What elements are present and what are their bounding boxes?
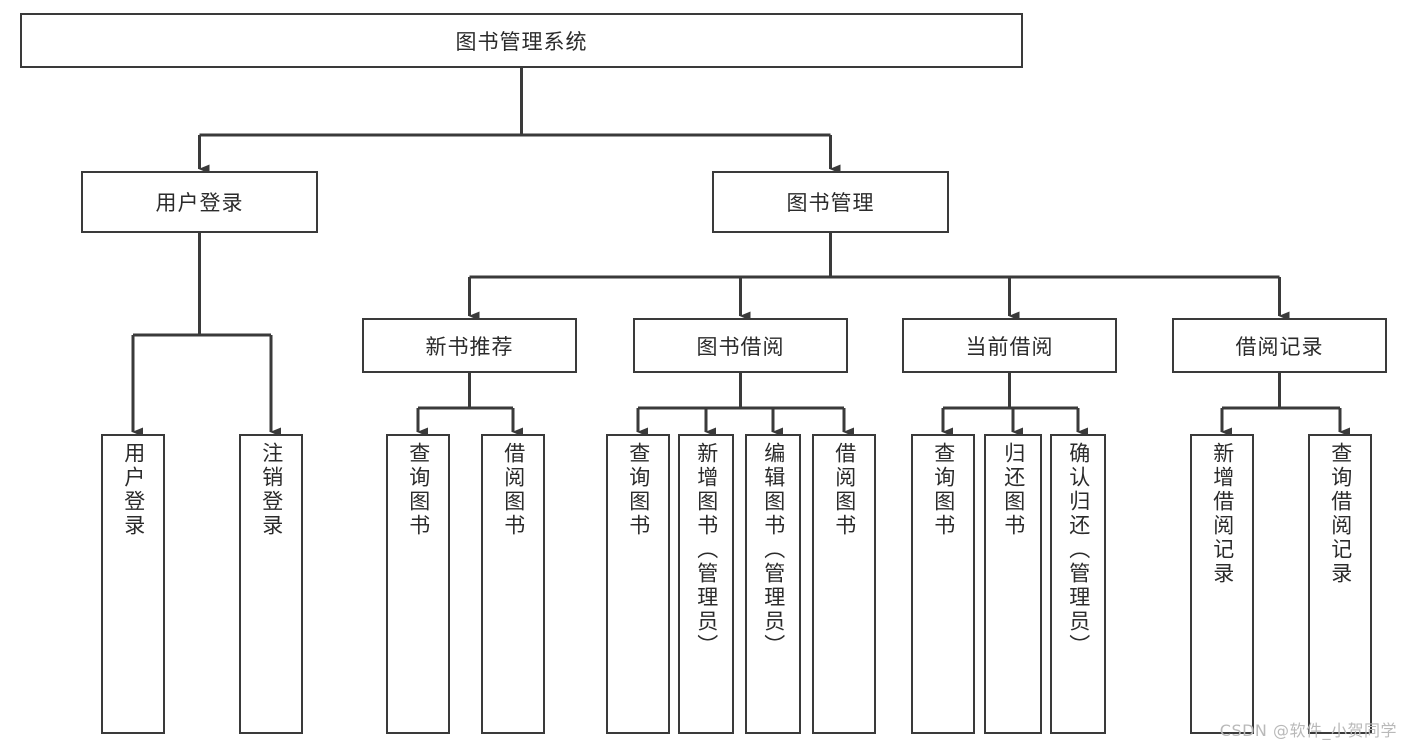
node-label-leaf-edit-book: 编辑图书（管理员） <box>761 442 786 658</box>
node-label-leaf-query-book-3: 查询图书 <box>931 442 956 538</box>
node-leaf-user-login[interactable]: 用户登录 <box>101 434 165 734</box>
connector-lines <box>131 68 1350 437</box>
node-leaf-query-book-1[interactable]: 查询图书 <box>386 434 450 734</box>
node-label-leaf-add-book: 新增图书（管理员） <box>694 442 719 658</box>
node-leaf-confirm-return[interactable]: 确认归还（管理员） <box>1050 434 1106 734</box>
node-root[interactable]: 图书管理系统 <box>20 13 1023 68</box>
node-leaf-borrow-book-1[interactable]: 借阅图书 <box>481 434 545 734</box>
node-label-root: 图书管理系统 <box>455 29 588 54</box>
node-leaf-add-record[interactable]: 新增借阅记录 <box>1190 434 1254 734</box>
node-label-leaf-user-login: 用户登录 <box>121 442 146 538</box>
node-label-borrow-record: 借阅记录 <box>1235 334 1324 359</box>
node-leaf-borrow-book-2[interactable]: 借阅图书 <box>812 434 876 734</box>
node-label-user-login: 用户登录 <box>155 191 244 215</box>
node-label-leaf-return-book: 归还图书 <box>1001 442 1026 538</box>
node-label-leaf-query-record: 查询借阅记录 <box>1328 442 1353 586</box>
node-book-borrow[interactable]: 图书借阅 <box>633 318 848 373</box>
node-label-new-book-recommend: 新书推荐 <box>425 334 514 359</box>
node-current-borrow[interactable]: 当前借阅 <box>902 318 1117 373</box>
node-label-leaf-query-book-2: 查询图书 <box>626 442 651 538</box>
node-leaf-return-book[interactable]: 归还图书 <box>984 434 1042 734</box>
node-user-login[interactable]: 用户登录 <box>81 171 318 233</box>
node-label-leaf-borrow-book-2: 借阅图书 <box>832 442 857 538</box>
node-label-leaf-confirm-return: 确认归还（管理员） <box>1066 442 1091 658</box>
node-leaf-query-book-3[interactable]: 查询图书 <box>911 434 975 734</box>
node-label-book-manage: 图书管理 <box>786 191 875 215</box>
node-leaf-logout[interactable]: 注销登录 <box>239 434 303 734</box>
node-leaf-edit-book[interactable]: 编辑图书（管理员） <box>745 434 801 734</box>
node-label-leaf-logout: 注销登录 <box>259 442 284 538</box>
node-leaf-query-book-2[interactable]: 查询图书 <box>606 434 670 734</box>
node-new-book-recommend[interactable]: 新书推荐 <box>362 318 577 373</box>
node-label-leaf-add-record: 新增借阅记录 <box>1210 442 1235 586</box>
node-leaf-query-record[interactable]: 查询借阅记录 <box>1308 434 1372 734</box>
node-book-manage[interactable]: 图书管理 <box>712 171 949 233</box>
node-label-current-borrow: 当前借阅 <box>965 334 1054 359</box>
node-borrow-record[interactable]: 借阅记录 <box>1172 318 1387 373</box>
node-label-book-borrow: 图书借阅 <box>696 334 785 359</box>
node-label-leaf-borrow-book-1: 借阅图书 <box>501 442 526 538</box>
node-leaf-add-book[interactable]: 新增图书（管理员） <box>678 434 734 734</box>
node-label-leaf-query-book-1: 查询图书 <box>406 442 431 538</box>
